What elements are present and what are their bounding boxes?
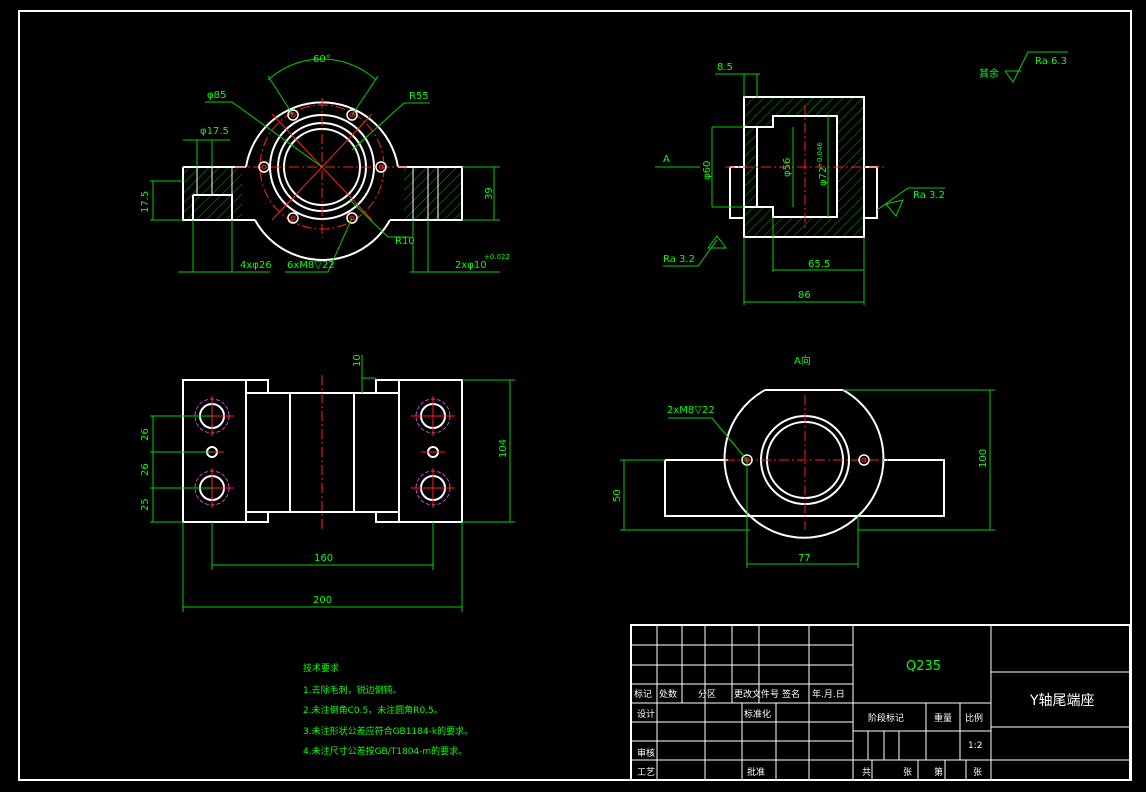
tb-sheets: 张 <box>903 767 912 778</box>
view-a-label: A向 <box>794 354 811 367</box>
tb-scale: 比例 <box>965 712 983 724</box>
sheet-border <box>18 10 1132 781</box>
tb-sheet: 张 <box>973 767 982 778</box>
dim-r55: R55 <box>409 91 429 102</box>
top-view: 10 26 26 25 104 160 200 <box>140 354 515 612</box>
dim-d26a: 26 <box>140 428 151 441</box>
dim-dia-72-tol: +0.046 <box>816 142 824 168</box>
dim-holes-4x26: 4xφ26 <box>240 260 272 271</box>
dim-dia-60: φ60 <box>702 161 713 180</box>
dim-d50: 50 <box>612 489 623 502</box>
dim-d77: 77 <box>798 553 811 564</box>
tb-part-name: Y轴尾端座 <box>1029 693 1095 709</box>
dim-d10: 10 <box>352 354 363 367</box>
tb-total: 共 <box>862 767 871 778</box>
tb-header-1: 处数 <box>659 688 677 700</box>
tb-header-4: 签名 <box>782 688 800 700</box>
tb-scale-value: 1:2 <box>968 741 982 751</box>
dim-dia-85: φ85 <box>207 90 226 101</box>
dim-d86: 86 <box>798 290 811 301</box>
tb-approve: 批准 <box>747 766 765 778</box>
tb-weight: 重量 <box>934 712 952 724</box>
rest-label: 其余 <box>979 67 999 80</box>
a-view: A向 2xM8▽22 100 50 77 <box>612 354 995 568</box>
tb-header-5: 年.月.日 <box>812 688 845 700</box>
dim-h17-5: 17.5 <box>140 191 151 213</box>
dim-h39: 39 <box>484 187 495 200</box>
title-block: Q235 Y轴尾端座 标记 处数 分区 更改文件号 签名 年.月.日 设计 标准… <box>630 624 1131 781</box>
ra-3-2-left: Ra 3.2 <box>663 254 695 265</box>
dim-a-mark: A <box>663 154 670 165</box>
note-4: 4.未注尺寸公差按GB/T1804-m的要求。 <box>303 745 467 757</box>
dim-d100: 100 <box>978 449 989 468</box>
front-view: 60° φ85 R55 φ17.5 17.5 39 R10 4xφ26 6xM8… <box>140 54 510 273</box>
tb-design: 设计 <box>637 708 655 720</box>
dim-thread-2xm8: 2xM8▽22 <box>667 405 715 416</box>
tb-page: 第 <box>934 766 943 778</box>
ra-6-3: Ra 6.3 <box>1035 56 1067 67</box>
note-3: 3.未注形状公差应符合GB1184-k的要求。 <box>303 725 473 737</box>
dim-r10: R10 <box>395 236 415 247</box>
tb-header-3: 更改文件号 <box>734 688 779 700</box>
dim-pin-2x10: 2xφ10 <box>455 260 487 271</box>
tb-header-2: 分区 <box>698 689 716 700</box>
dim-dia-72: φ72 <box>818 167 829 186</box>
dim-dia-56: φ56 <box>782 158 793 177</box>
tb-process: 工艺 <box>637 767 655 778</box>
dim-d65-5: 65.5 <box>808 259 830 270</box>
dim-pin-tol: +0.022 <box>484 253 510 261</box>
tb-standardize: 标准化 <box>744 708 771 720</box>
tb-stage-mark: 阶段标记 <box>868 712 904 724</box>
dim-d26b: 26 <box>140 463 151 476</box>
tb-header-0: 标记 <box>634 688 652 700</box>
ra-3-2-right: Ra 3.2 <box>913 190 945 201</box>
dim-d104: 104 <box>498 439 509 458</box>
dim-d25: 25 <box>140 498 151 511</box>
dim-angle-60: 60° <box>313 54 331 65</box>
dim-thread-6xm8: 6xM8▽22 <box>287 260 335 271</box>
note-2: 2.未注倒角C0.5，未注圆角R0.5。 <box>303 704 443 716</box>
dim-d8-5: 8.5 <box>717 62 733 73</box>
technical-notes: 技术要求 1.去除毛刺，锐边倒钝。 2.未注倒角C0.5，未注圆角R0.5。 3… <box>303 662 473 757</box>
tb-review: 审核 <box>637 747 655 759</box>
dim-dia-17-5: φ17.5 <box>200 126 229 137</box>
section-view: 8.5 A φ60 φ56 φ72 +0.046 65.5 86 Ra 3.2 … <box>655 51 1068 305</box>
note-1: 1.去除毛刺，锐边倒钝。 <box>303 684 402 696</box>
tb-material: Q235 <box>906 659 941 674</box>
dim-d200: 200 <box>313 595 332 606</box>
dim-d160: 160 <box>314 553 333 564</box>
notes-title: 技术要求 <box>303 662 339 674</box>
